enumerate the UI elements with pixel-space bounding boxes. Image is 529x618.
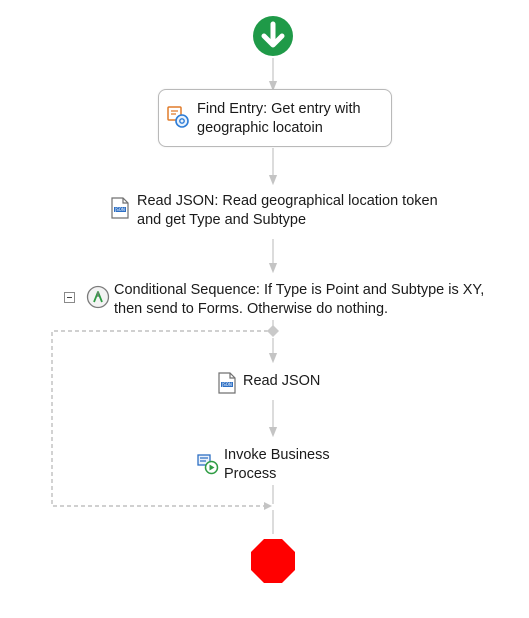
else-branch-dashed-line: [51, 330, 268, 507]
conditional-sequence-icon: [86, 285, 110, 309]
invoke-business-process-icon: [196, 452, 220, 476]
branch-diamond: [267, 325, 279, 337]
conditional-sequence-label[interactable]: Conditional Sequence: If Type is Point a…: [114, 282, 485, 317]
json-document-icon: JSON: [111, 197, 129, 219]
find-entry-label: Find Entry: Get entry with geographic lo…: [197, 101, 361, 136]
else-branch-arrow: [264, 502, 272, 510]
read-json-label[interactable]: Read JSON: [243, 373, 321, 389]
json-document-icon: JSON: [218, 372, 236, 394]
svg-text:JSON: JSON: [114, 207, 125, 212]
red-octagon-stop-icon: [251, 539, 295, 583]
svg-text:JSON: JSON: [221, 382, 232, 387]
collapse-minus-icon[interactable]: [64, 292, 75, 303]
start-node[interactable]: [252, 15, 294, 57]
stop-node[interactable]: [249, 537, 297, 585]
invoke-business-process-label[interactable]: Invoke Business Process: [224, 447, 330, 482]
green-down-arrow-start-icon: [253, 16, 293, 56]
find-entry-step[interactable]: [158, 89, 392, 147]
find-entry-icon: [166, 105, 190, 129]
read-json-step-label[interactable]: Read JSON: Read geographical location to…: [137, 193, 438, 228]
